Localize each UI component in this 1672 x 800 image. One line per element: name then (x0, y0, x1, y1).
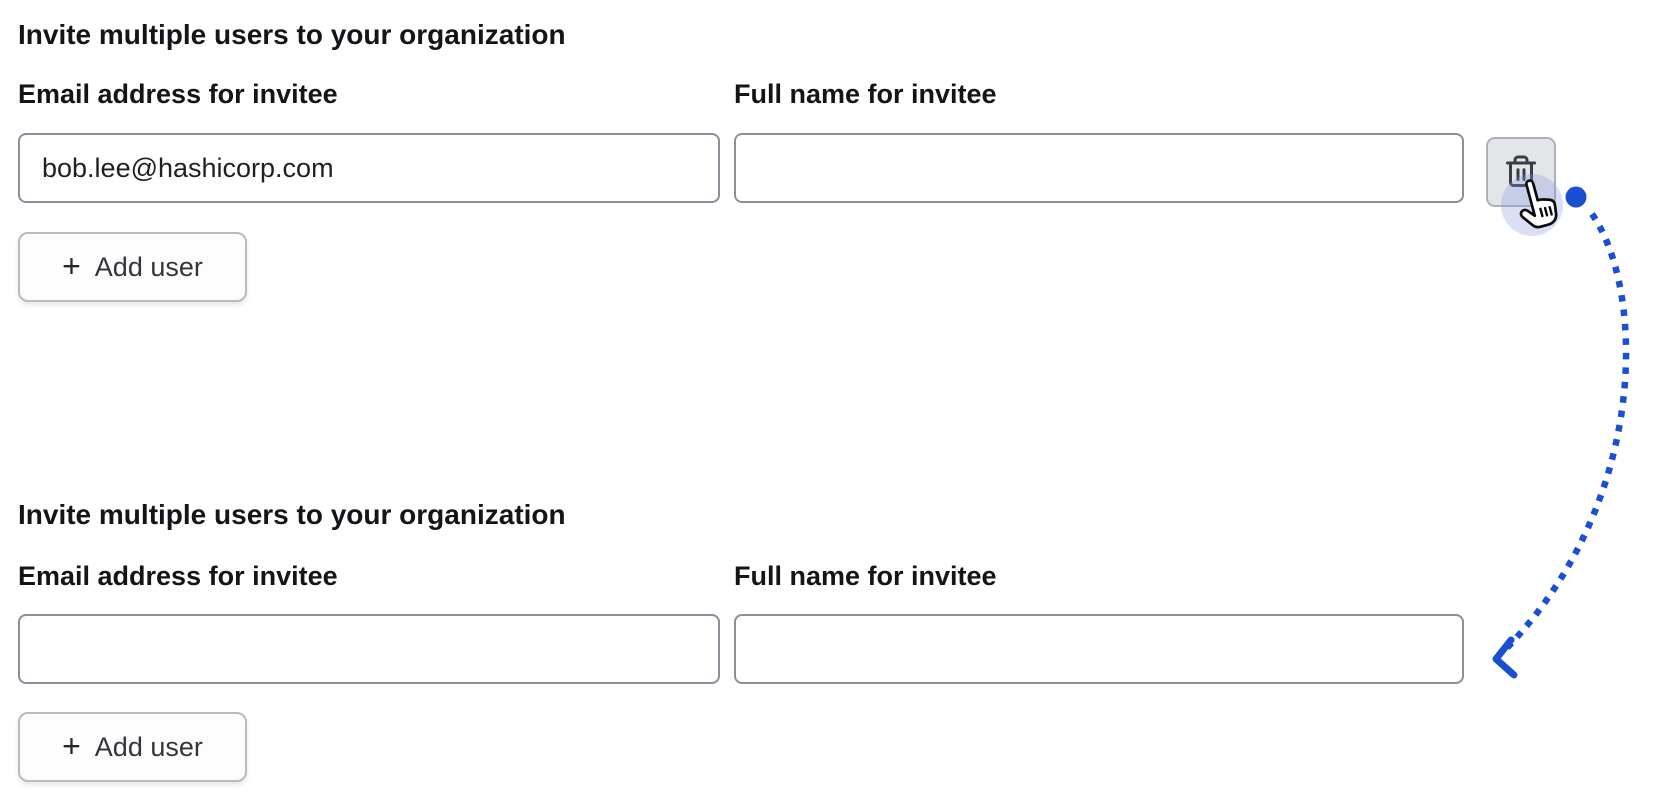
section-heading: Invite multiple users to your organizati… (18, 19, 566, 50)
full-name-label: Full name for invitee (734, 79, 997, 109)
add-user-label: Add user (94, 251, 203, 282)
full-name-input[interactable] (734, 133, 1464, 203)
delete-row-button[interactable] (1486, 137, 1556, 207)
trash-icon (1503, 154, 1539, 190)
full-name-label: Full name for invitee (734, 561, 997, 591)
email-label: Email address for invitee (18, 561, 338, 591)
arrow-origin-dot (1565, 186, 1587, 208)
arrowhead-icon (1492, 636, 1518, 679)
plus-icon: + (62, 727, 81, 764)
plus-icon: + (62, 247, 81, 284)
add-user-label: Add user (94, 731, 203, 762)
full-name-input[interactable] (734, 614, 1464, 684)
dotted-arrow-path (1502, 212, 1630, 653)
email-input[interactable] (18, 133, 720, 203)
email-label: Email address for invitee (18, 79, 338, 109)
email-input[interactable] (18, 614, 720, 684)
add-user-button[interactable]: + Add user (18, 712, 247, 782)
add-user-button[interactable]: + Add user (18, 232, 247, 302)
section-heading: Invite multiple users to your organizati… (18, 499, 566, 530)
